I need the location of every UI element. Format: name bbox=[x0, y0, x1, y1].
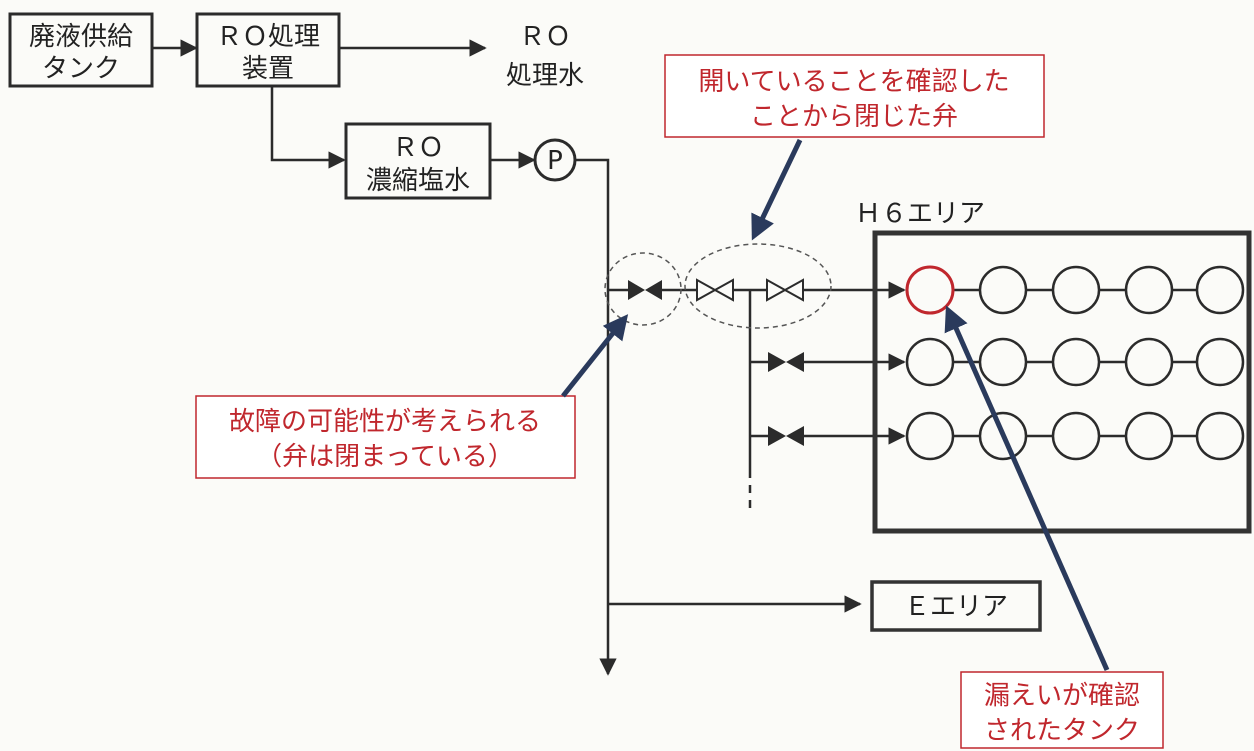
failed-valve-callout-line-2: （弁は閉まっている） bbox=[256, 442, 514, 472]
waste-tank-label-2: タンク bbox=[42, 54, 120, 84]
leak-tank-callout-line-2: されたタンク bbox=[984, 716, 1140, 746]
pointer-leak-tank bbox=[944, 305, 1110, 672]
ro-brine-node: ＲＯ 濃縮塩水 bbox=[344, 122, 492, 200]
ro-brine-label-1: ＲＯ bbox=[392, 133, 444, 163]
ro-water-label-1: ＲＯ bbox=[519, 22, 571, 52]
closed-valves-callout-line-2: ことから閉じた弁 bbox=[750, 102, 958, 132]
pointer-closed-valves bbox=[751, 138, 803, 241]
e-area-label: Ｅエリア bbox=[904, 592, 1008, 622]
closed-valve-1-icon bbox=[696, 278, 734, 302]
h6-area-frame bbox=[872, 230, 1252, 534]
closed-valve-2-icon bbox=[766, 278, 804, 302]
tank bbox=[1195, 337, 1245, 387]
tank bbox=[905, 337, 955, 387]
ro-unit-label-2: 装置 bbox=[242, 54, 294, 84]
tank bbox=[1051, 265, 1101, 315]
leak-tank bbox=[905, 265, 955, 315]
main-pipe bbox=[575, 158, 617, 676]
ro-brine-label-2: 濃縮塩水 bbox=[366, 166, 470, 196]
e-area-frame bbox=[870, 580, 1042, 632]
branch-valve-row2-icon bbox=[768, 352, 804, 372]
tank bbox=[978, 337, 1028, 387]
closed-valves-highlight bbox=[684, 243, 832, 329]
h6-area: Ｈ６エリア bbox=[855, 199, 1252, 534]
ro-unit-node: ＲＯ処理 装置 bbox=[195, 12, 341, 88]
e-area-node: Ｅエリア bbox=[870, 580, 1042, 632]
failed-valve-callout: 故障の可能性が考えられる （弁は閉まっている） bbox=[195, 395, 576, 479]
closed-valves-callout: 開いていることを確認した ことから閉じた弁 bbox=[664, 54, 1045, 138]
ro-water-node: ＲＯ 処理水 bbox=[506, 22, 584, 91]
ro-water-label-2: 処理水 bbox=[506, 61, 584, 91]
leak-tank-callout: 漏えいが確認 されたタンク bbox=[960, 671, 1164, 749]
leak-tank-callout-line-1: 漏えいが確認 bbox=[984, 681, 1140, 711]
tank bbox=[1051, 337, 1101, 387]
tank bbox=[1051, 411, 1101, 461]
branch-valve-row3-icon bbox=[768, 426, 804, 446]
failed-valve-highlight bbox=[604, 252, 682, 326]
flow-lines bbox=[152, 39, 906, 676]
tank bbox=[1195, 265, 1245, 315]
tank bbox=[978, 265, 1028, 315]
pump: P bbox=[533, 138, 577, 182]
failed-valve-icon bbox=[628, 280, 662, 300]
failed-valve-callout-line-1: 故障の可能性が考えられる bbox=[229, 407, 541, 437]
pointer-failed-valve bbox=[561, 314, 629, 398]
ro-unit-label-1: ＲＯ処理 bbox=[216, 22, 320, 52]
waste-tank-node: 廃液供給 タンク bbox=[8, 12, 154, 88]
waste-tank-label-1: 廃液供給 bbox=[29, 22, 133, 52]
pointer-arrows bbox=[561, 138, 1110, 672]
tank bbox=[905, 411, 955, 461]
tank bbox=[1195, 411, 1245, 461]
pump-label: P bbox=[547, 146, 563, 176]
h6-area-label: Ｈ６エリア bbox=[855, 199, 985, 229]
tank-grid bbox=[905, 265, 1245, 461]
tank bbox=[1124, 337, 1174, 387]
closed-valves-callout-line-1: 開いていることを確認した bbox=[698, 67, 1009, 97]
tank bbox=[1124, 265, 1174, 315]
flow-ro-to-brine bbox=[270, 86, 346, 169]
tank bbox=[1124, 411, 1174, 461]
